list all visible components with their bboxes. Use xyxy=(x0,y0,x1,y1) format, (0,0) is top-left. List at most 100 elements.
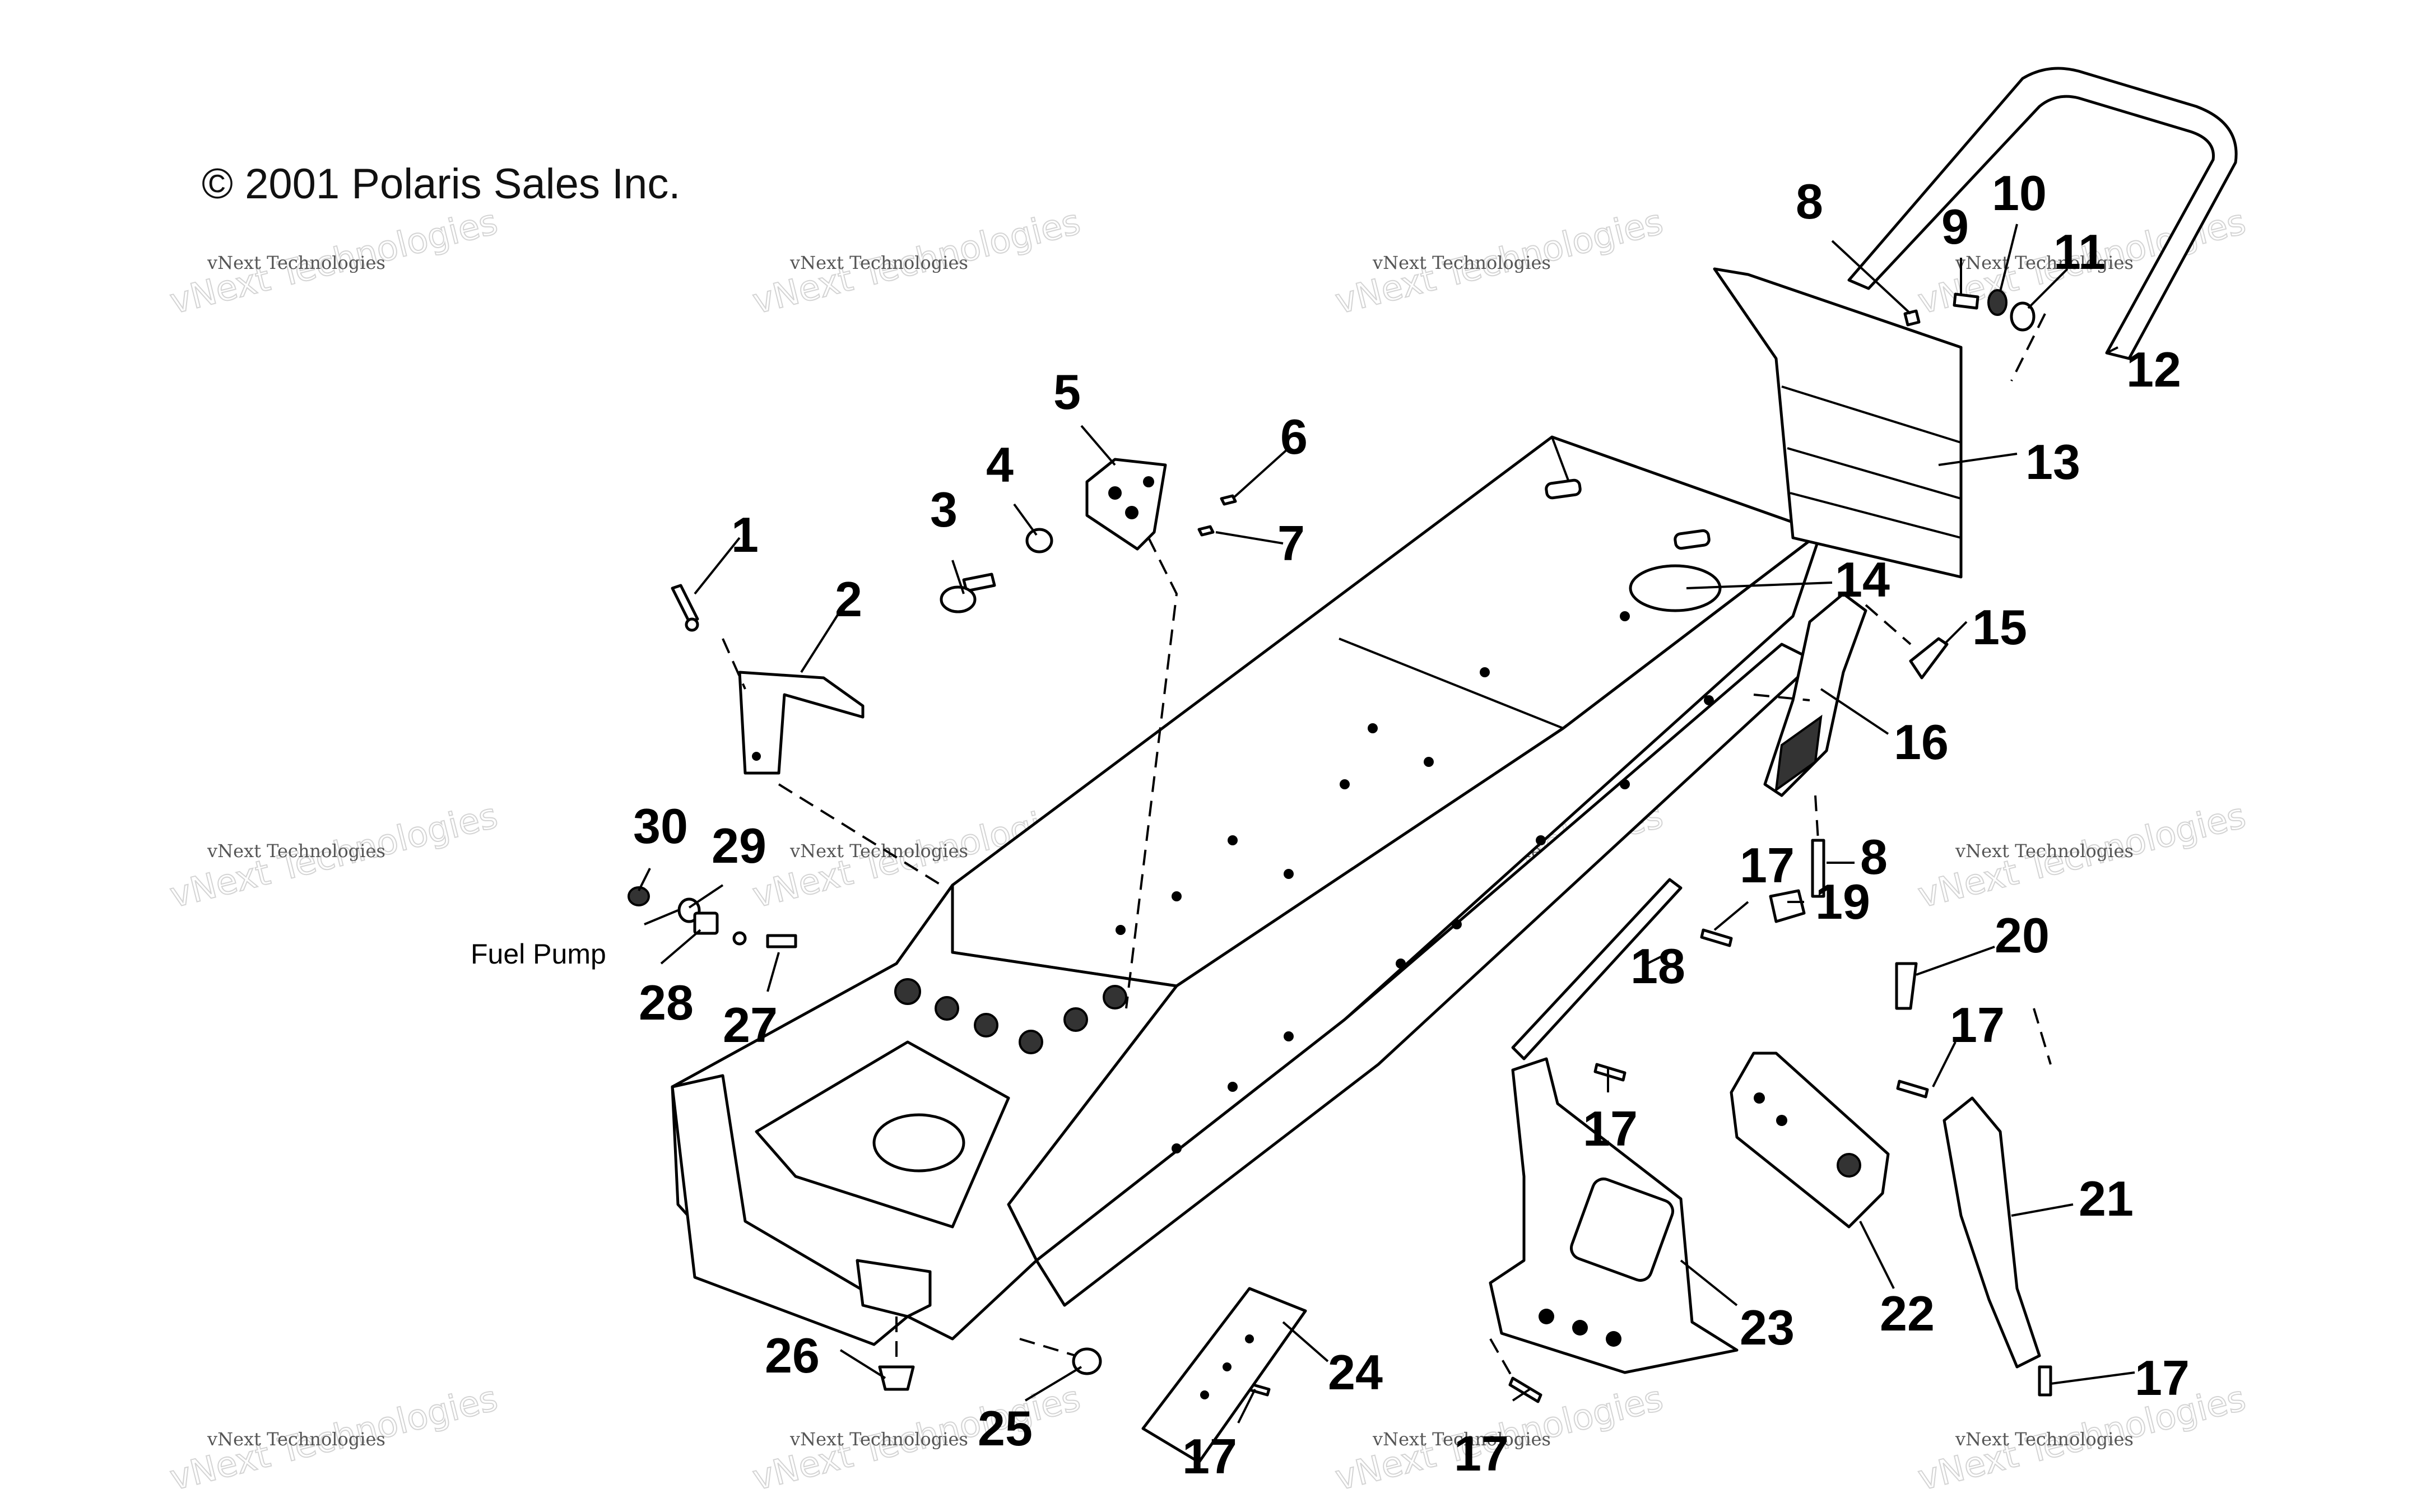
part-17-screw-d xyxy=(2038,1365,2052,1397)
callout-15: 15 xyxy=(1972,599,2027,655)
mount-plate xyxy=(1629,564,1722,612)
svg-text:vNext Technologies: vNext Technologies xyxy=(207,1429,385,1450)
callout-30: 30 xyxy=(633,798,688,854)
callout-11: 11 xyxy=(2053,224,2106,280)
bulkhead-opening xyxy=(872,1113,965,1173)
part-19-block xyxy=(1769,889,1806,923)
part-17-screw-a xyxy=(1700,928,1733,947)
part-23-window xyxy=(1570,1178,1674,1282)
part-9-bolt xyxy=(1953,292,1979,310)
watermark-8: vNext Technologies vNext Technologies xyxy=(1913,794,2250,916)
flap-rib-1 xyxy=(1781,385,1962,444)
svg-text:vNext Technologies: vNext Technologies xyxy=(207,840,385,862)
part-11-washer xyxy=(2010,301,2036,332)
callout-7: 7 xyxy=(1277,515,1305,571)
callout-13: 13 xyxy=(2025,434,2080,490)
copyright-notice: © 2001 Polaris Sales Inc. xyxy=(202,160,681,208)
callout-12: 12 xyxy=(2126,342,2181,397)
callout-8-lower: 8 xyxy=(1860,829,1888,885)
callout-17-f: 17 xyxy=(1454,1426,1509,1481)
part-27-bolt xyxy=(766,934,797,948)
callout-14: 14 xyxy=(1835,552,1890,607)
callout-24: 24 xyxy=(1328,1344,1383,1400)
callout-17-c: 17 xyxy=(1583,1101,1638,1156)
svg-text:vNext Technologies: vNext Technologies xyxy=(789,252,968,273)
part-26-cap xyxy=(878,1365,915,1391)
part-15-pad xyxy=(1909,637,1949,680)
tunnel-slot-1 xyxy=(1545,478,1582,500)
part-22-shield xyxy=(1730,1052,1890,1229)
part-28-clip xyxy=(693,911,719,935)
part-12-grab-handle xyxy=(1847,67,2238,360)
callout-19: 19 xyxy=(1815,874,1870,929)
chassis-assembly xyxy=(671,435,1823,1346)
tunnel-slot-2 xyxy=(1674,529,1711,550)
parts-right xyxy=(878,67,2238,1464)
part-24-plate xyxy=(1141,1287,1307,1464)
flap-rib-2 xyxy=(1787,447,1962,500)
callout-17-e: 17 xyxy=(1182,1429,1237,1484)
callout-10: 10 xyxy=(1992,165,2047,221)
part-5-mount xyxy=(1085,458,1167,551)
callout-labels: 1 2 3 4 5 6 7 8 9 10 11 12 13 14 15 16 1… xyxy=(471,165,2190,1484)
svg-text:vNext Technologies: vNext Technologies xyxy=(1955,1429,2134,1450)
watermark-5: vNext Technologies vNext Technologies xyxy=(165,794,502,916)
callout-3: 3 xyxy=(930,482,958,537)
callout-2: 2 xyxy=(835,571,862,627)
callout-8-upper: 8 xyxy=(1796,174,1823,229)
watermark-2: vNext Technologies vNext Technologies xyxy=(748,201,1085,323)
watermark-3: vNext Technologies vNext Technologies xyxy=(1331,201,1667,323)
callout-18: 18 xyxy=(1630,938,1685,994)
watermark-12: vNext Technologies vNext Technologies xyxy=(1913,1377,2250,1499)
callout-17-a: 17 xyxy=(1740,838,1795,893)
part-17-screw-c xyxy=(1896,1080,1929,1099)
callout-17-b: 17 xyxy=(1950,997,2005,1053)
watermark-1: vNext Technologies vNext Technologies xyxy=(165,201,502,323)
part-17-screw-b xyxy=(1593,1063,1627,1082)
callout-27: 27 xyxy=(723,997,778,1053)
part-20-clip xyxy=(1895,962,1918,1010)
parts-left xyxy=(628,458,1237,948)
callout-26: 26 xyxy=(765,1328,820,1383)
leader-lines xyxy=(638,224,2135,1423)
part-7-pin xyxy=(1197,525,1215,537)
tunnel-seam-2 xyxy=(1551,436,1570,482)
svg-text:vNext Technologies: vNext Technologies xyxy=(1372,252,1551,273)
svg-text:vNext Technologies: vNext Technologies xyxy=(1955,840,2134,862)
callout-5: 5 xyxy=(1053,364,1081,420)
callout-20: 20 xyxy=(1995,908,2050,963)
part-13-snow-flap xyxy=(1713,267,1963,579)
part-30-nut xyxy=(628,886,650,906)
svg-text:vNext Technologies: vNext Technologies xyxy=(1372,1429,1551,1450)
part-1-screw xyxy=(671,584,699,624)
watermark-9: vNext Technologies vNext Technologies xyxy=(165,1377,502,1499)
part-6-pin xyxy=(1220,494,1237,506)
oil-tank xyxy=(856,1259,932,1318)
part-8-rivet-upper xyxy=(1903,309,1921,327)
callout-9: 9 xyxy=(1941,199,1969,254)
part-16-tread xyxy=(1774,714,1823,793)
callout-22: 22 xyxy=(1880,1286,1935,1341)
svg-text:vNext Technologies: vNext Technologies xyxy=(789,1429,968,1450)
svg-text:vNext Technologies: vNext Technologies xyxy=(207,252,385,273)
callout-16: 16 xyxy=(1894,714,1949,770)
callout-4: 4 xyxy=(986,437,1014,492)
part-10-nut xyxy=(1987,289,2008,316)
callout-23: 23 xyxy=(1740,1300,1795,1355)
callout-21: 21 xyxy=(2079,1171,2134,1226)
fuel-pump-label: Fuel Pump xyxy=(471,938,606,970)
callout-28: 28 xyxy=(639,975,694,1030)
svg-text:vNext Technologies: vNext Technologies xyxy=(789,840,968,862)
callout-25: 25 xyxy=(978,1401,1033,1456)
callout-17-d: 17 xyxy=(2135,1350,2190,1406)
flap-rib-3 xyxy=(1790,492,1962,539)
callout-29: 29 xyxy=(712,818,766,873)
callout-6: 6 xyxy=(1280,409,1308,464)
part-17-screw-e xyxy=(1508,1376,1542,1403)
tunnel-seam xyxy=(1339,638,1564,729)
part-4-nut xyxy=(1025,528,1053,553)
part-2-bracket xyxy=(738,671,865,775)
part-21-strap xyxy=(1943,1096,2041,1369)
part-8-rivet-lower xyxy=(1811,839,1825,898)
